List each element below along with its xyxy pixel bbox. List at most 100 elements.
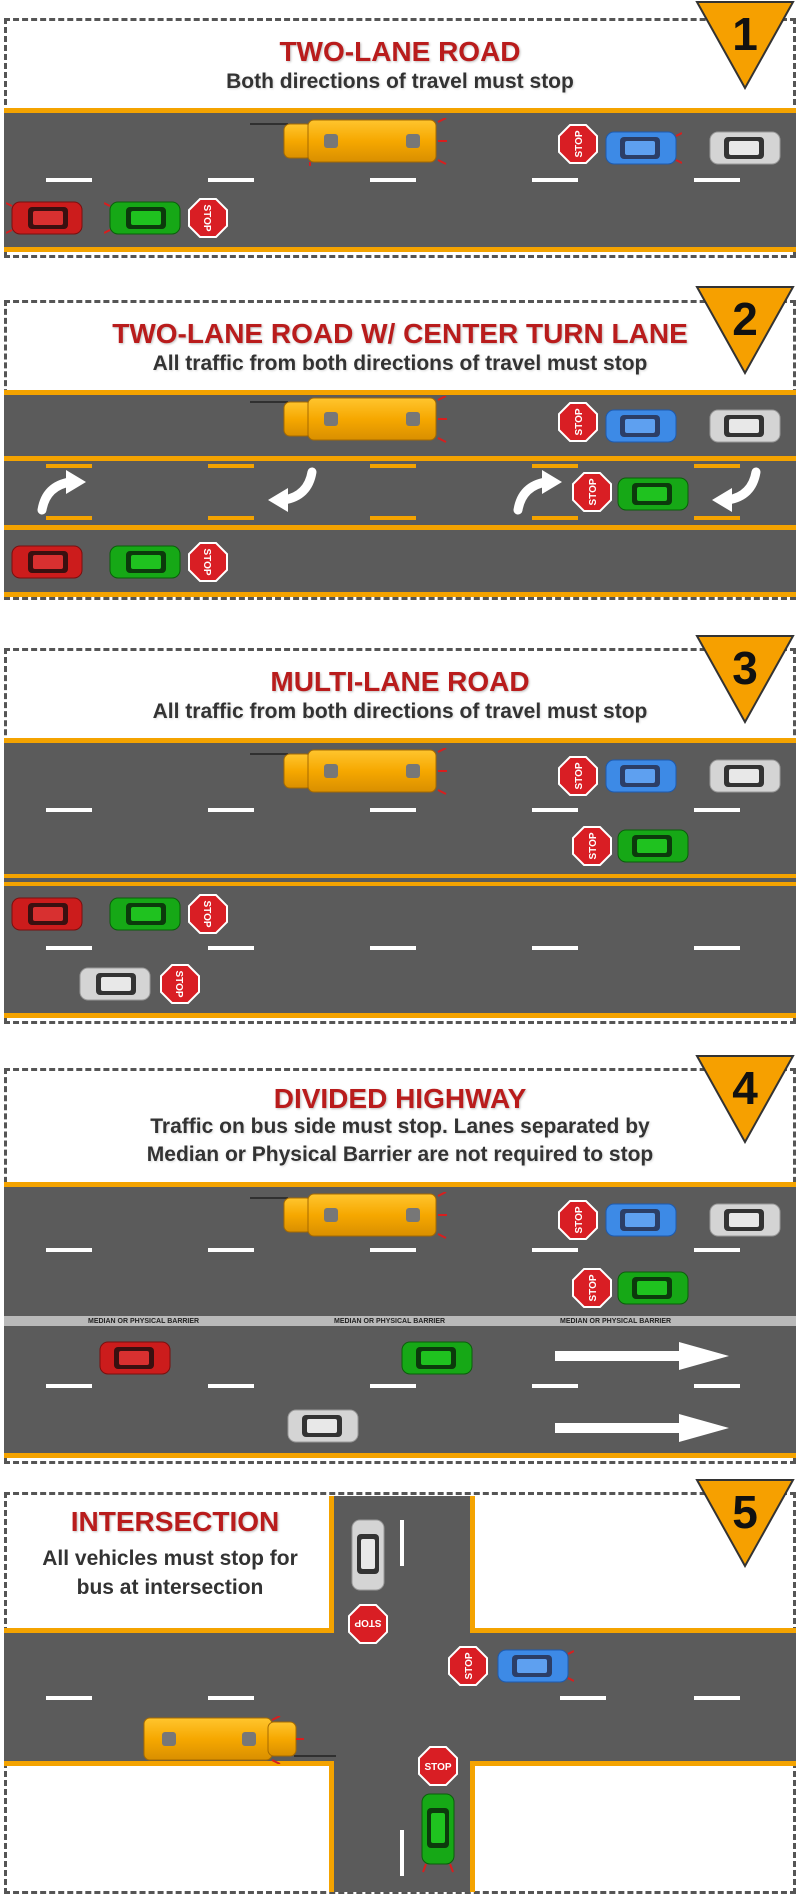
lane-dash [46,178,92,182]
lane-dash [400,1830,404,1876]
white-car-icon [709,1203,781,1237]
lane-dash [694,1384,740,1388]
school-bus-icon [250,1192,447,1239]
center-double-line [4,874,796,878]
lane-dash [694,808,740,812]
svg-text:4: 4 [732,1062,758,1114]
svg-text:STOP: STOP [588,832,599,859]
edge-line [329,1761,334,1892]
red-car-icon [99,1341,171,1375]
school-bus-icon [250,396,447,443]
lane-dash [694,946,740,950]
lane-dash [208,1696,254,1700]
stop-sign-icon: STOP [448,1646,488,1686]
edge-line [4,738,796,743]
green-car-icon [421,1793,455,1873]
turn-dash [694,516,740,520]
svg-text:5: 5 [732,1486,758,1538]
stop-sign-icon: STOP [418,1746,458,1786]
school-bus-icon [250,118,447,166]
svg-text:2: 2 [732,293,758,345]
edge-line [4,390,796,395]
red-car-icon [6,201,83,235]
direction-arrow-icon [555,1414,729,1442]
green-car-icon [104,201,181,235]
direction-arrow-icon [555,1342,729,1370]
edge-line [470,1628,796,1633]
section-3-subtitle: All traffic from both directions of trav… [152,700,648,723]
stop-sign-icon: STOP [188,894,228,934]
stop-sign-icon: STOP [188,198,228,238]
white-car-icon [709,409,781,443]
lane-dash [400,1520,404,1566]
red-car-icon [11,545,83,579]
lane-dash [694,1696,740,1700]
lane-dash [370,946,416,950]
white-car-icon [79,967,151,1001]
section-3-title: MULTI-LANE ROAD [270,666,530,697]
white-car-icon [287,1409,359,1443]
median-label: MEDIAN OR PHYSICAL BARRIER [88,1318,200,1325]
section-5-number-icon: 5 [695,1479,795,1568]
svg-text:STOP: STOP [574,1206,585,1233]
green-car-icon [109,545,181,579]
median-label: MEDIAN OR PHYSICAL BARRIER [334,1318,446,1325]
white-car-icon [709,131,781,165]
section-5-title: INTERSECTION [70,1506,280,1537]
blue-car-icon [605,131,682,165]
lane-dash [694,1248,740,1252]
white-car-icon [351,1519,385,1591]
svg-text:STOP: STOP [201,204,212,231]
turn-lane-line [4,456,796,461]
stop-sign-icon: STOP [558,1200,598,1240]
edge-line [4,1013,796,1018]
turn-dash [370,464,416,468]
lane-dash [208,1248,254,1252]
lane-dash [46,1248,92,1252]
turn-arrow-icon [268,467,317,512]
section-1-number-icon: 1 [695,0,795,90]
svg-text:STOP: STOP [574,408,585,435]
stop-sign-icon: STOP [348,1604,388,1644]
lane-dash [532,178,578,182]
section-4-subtitle-line1: Traffic on bus side must stop. Lanes sep… [150,1115,650,1138]
lane-dash [208,808,254,812]
section-2-subtitle: All traffic from both directions of trav… [152,352,648,375]
stop-sign-icon: STOP [188,542,228,582]
edge-line [4,1628,334,1633]
turn-dash [694,464,740,468]
white-car-icon [709,759,781,793]
school-bus-icon [250,748,447,795]
lane-dash [370,178,416,182]
turn-lane-line [4,525,796,530]
section-1-title: TWO-LANE ROAD [279,36,521,67]
red-car-icon [11,897,83,931]
blue-car-icon [497,1649,574,1683]
lane-dash [208,1384,254,1388]
svg-text:STOP: STOP [588,478,599,505]
blue-car-icon [605,409,677,443]
median-barrier [4,1316,796,1326]
lane-dash [46,1384,92,1388]
turn-dash [370,516,416,520]
lane-dash [370,808,416,812]
section-1-subtitle: Both directions of travel must stop [226,70,574,93]
svg-text:STOP: STOP [424,1762,451,1773]
lane-dash [46,808,92,812]
turn-dash [532,464,578,468]
svg-text:1: 1 [732,8,758,60]
svg-text:STOP: STOP [464,1652,475,1679]
edge-line [4,108,796,113]
blue-car-icon [605,1203,677,1237]
section-5-subtitle-line1: All vehicles must stop for [42,1547,298,1570]
stop-sign-icon: STOP [572,472,612,512]
stop-sign-icon: STOP [558,402,598,442]
section-2-title: TWO-LANE ROAD W/ CENTER TURN LANE [112,318,688,349]
green-car-icon [617,829,689,863]
green-car-icon [401,1341,473,1375]
section-3-number-icon: 3 [695,635,795,724]
edge-line [4,1761,334,1766]
center-double-line [4,882,796,886]
lane-dash [208,946,254,950]
svg-text:STOP: STOP [173,970,184,997]
